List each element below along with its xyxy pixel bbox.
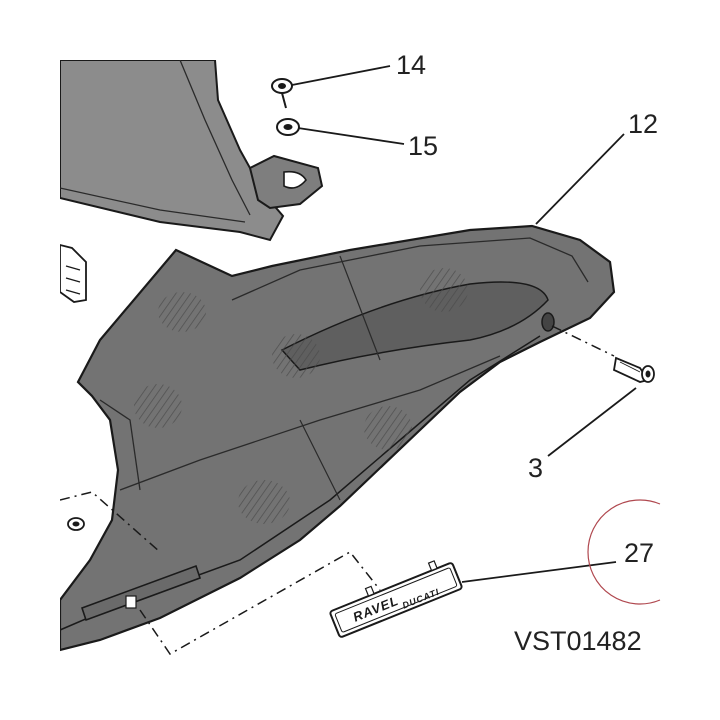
texture-patches	[134, 268, 468, 524]
leader-14	[291, 65, 391, 86]
callout-12: 12	[628, 109, 658, 139]
emblem-recess	[80, 564, 202, 622]
screw-part-14	[271, 78, 293, 109]
texture-patch	[238, 480, 290, 524]
seat-middle-seam	[119, 355, 501, 491]
leader-27	[461, 561, 617, 583]
emblem-pin-hole	[125, 595, 137, 609]
side-clip	[60, 244, 87, 303]
callout-27-circle	[587, 499, 661, 605]
callout-15: 15	[408, 131, 438, 161]
seat-panel-seam-a	[339, 255, 381, 361]
upper-body-panel	[60, 60, 285, 242]
texture-patch	[158, 292, 206, 332]
bracket-slot	[283, 170, 307, 189]
bolt-part-3	[612, 356, 655, 383]
texture-patch	[134, 384, 182, 428]
upper-panel-lower-edge	[60, 187, 246, 223]
upper-panel-edge	[179, 60, 251, 216]
callout-27: 27	[624, 538, 654, 568]
leader-15	[297, 127, 405, 145]
seat-upper-ridge	[231, 237, 589, 301]
drawing-code: VST01482	[514, 626, 642, 656]
leader-3	[547, 387, 637, 457]
washer-part-15	[276, 118, 300, 136]
texture-patch	[272, 334, 320, 378]
texture-patch	[364, 406, 412, 450]
texture-patch	[420, 268, 468, 312]
grommet-left	[67, 517, 85, 531]
seat-panel-seam-b	[299, 419, 341, 501]
screw-hole	[541, 312, 555, 332]
leader-12	[535, 133, 625, 225]
seat-side-seam	[99, 399, 141, 491]
emblem-badge-part-27: RAVEL DUCATI	[329, 560, 463, 638]
callout-3: 3	[528, 453, 543, 483]
leader-lines	[291, 65, 637, 583]
callout-14: 14	[396, 50, 426, 80]
seat-recess	[280, 281, 549, 371]
assembly-lines	[60, 325, 615, 655]
